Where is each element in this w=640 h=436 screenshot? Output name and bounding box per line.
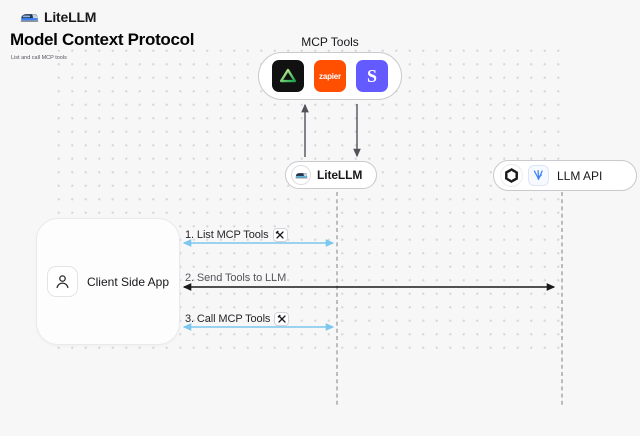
openai-icon: [500, 164, 523, 187]
step3-label: 3. Call MCP Tools: [185, 313, 271, 325]
step2-label: 2. Send Tools to LLM: [185, 272, 287, 284]
llm-provider-icon: [528, 165, 549, 186]
litellm-logo-icon: [20, 11, 39, 24]
litellm-node: LiteLLM: [285, 161, 377, 189]
mcp-tools-box: zapier S: [258, 52, 402, 100]
client-side-app-label: Client Side App: [86, 274, 170, 289]
litellm-node-logo-icon: [291, 165, 311, 185]
page-title: Model Context Protocol: [10, 30, 195, 49]
mcp-tools-label: MCP Tools: [301, 35, 359, 49]
green-triangle-tool-icon: [272, 60, 304, 92]
person-icon: [46, 266, 78, 297]
zapier-icon: zapier: [314, 60, 346, 92]
zapier-wordmark: zapier: [319, 71, 341, 81]
brand-name: LiteLLM: [44, 9, 97, 25]
litellm-node-label: LiteLLM: [317, 168, 363, 182]
step1-label-row: 1. List MCP Tools: [185, 228, 288, 242]
llm-api-node: LLM API: [493, 160, 637, 191]
client-side-app-node: Client Side App: [36, 218, 180, 345]
stripe-letter: S: [366, 65, 377, 86]
step3-label-row: 3. Call MCP Tools: [185, 312, 290, 326]
step2-label-row: 2. Send Tools to LLM: [185, 272, 286, 284]
llm-api-node-label: LLM API: [557, 168, 603, 183]
tools-icon: [272, 228, 288, 242]
brand: LiteLLM: [20, 9, 96, 25]
tools-icon: [274, 312, 290, 326]
step1-label: 1. List MCP Tools: [185, 229, 269, 241]
stripe-icon: S: [356, 60, 388, 92]
page-subtitle: List and call MCP tools: [11, 55, 67, 61]
